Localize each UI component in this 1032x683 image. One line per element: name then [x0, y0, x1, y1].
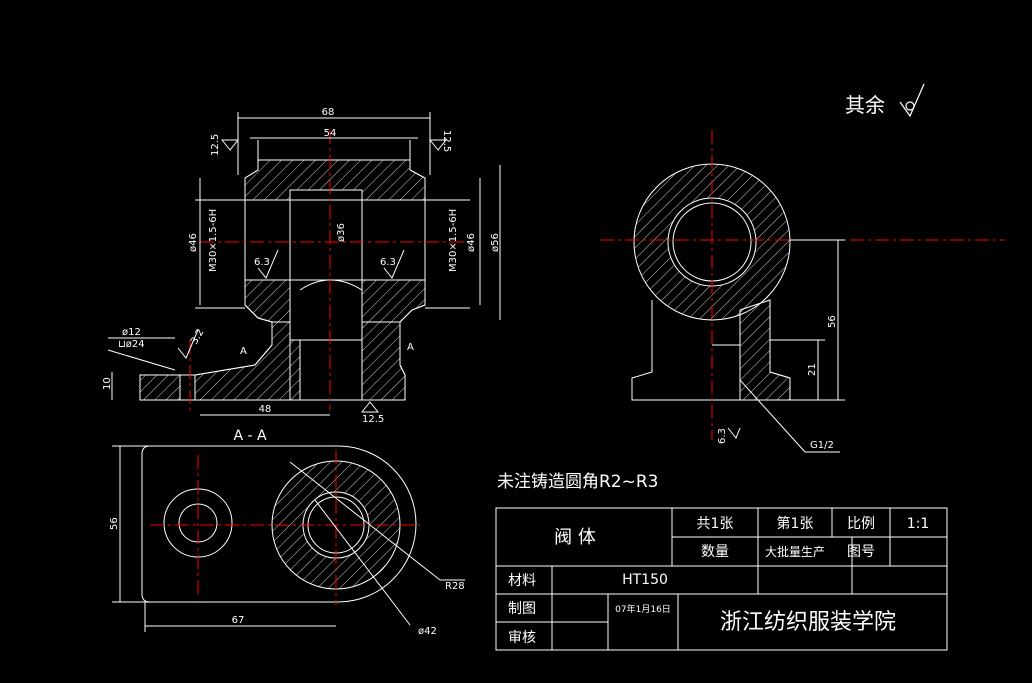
thread-right: M30×1.5-6H [448, 209, 459, 272]
base-hatch-right [361, 321, 406, 401]
material-value: HT150 [622, 572, 668, 588]
drawn-date: 07年1月16日 [615, 603, 671, 615]
dim-36: ø36 [336, 223, 347, 242]
side-dim-21: 21 [807, 363, 818, 376]
bottom-dim-56: 56 [109, 517, 120, 530]
drawing-no-label: 图号 [847, 544, 875, 560]
rough-6-3-right: 6.3 [380, 257, 396, 268]
dim-10: 10 [102, 377, 113, 390]
rough-6-3-left: 6.3 [254, 257, 270, 268]
material-label: 材料 [508, 573, 536, 589]
base-hatch-left [139, 374, 181, 401]
dim-68: 68 [322, 107, 335, 118]
title-block [495, 507, 948, 651]
check-label: 审核 [508, 630, 536, 646]
dim-54: 54 [324, 128, 337, 139]
section-mark-right: A [407, 342, 414, 353]
sheet-no: 第1张 [777, 515, 814, 532]
front-body-lower-hatch-right [361, 279, 426, 323]
roughness-note: 其余 [845, 93, 885, 117]
dim-46-right: ø46 [466, 233, 477, 252]
general-note: 未注铸造圆角R2~R3 [497, 472, 659, 492]
section-title: A - A [233, 428, 267, 444]
dim-46-left: ø46 [188, 233, 199, 252]
dim-48: 48 [259, 404, 272, 415]
qty-value: 大批量生产 [765, 544, 825, 559]
bottom-view [112, 445, 465, 632]
qty-label: 数量 [701, 544, 729, 560]
side-view [600, 130, 1005, 453]
roughness-symbol-icon [899, 83, 925, 118]
bottom-dim-r28: R28 [445, 581, 465, 592]
thread-left: M30×1.5-6H [208, 209, 219, 272]
side-ring-hatch [633, 163, 791, 321]
scale-label: 比例 [847, 516, 875, 532]
rough-12-5-right: 12.5 [441, 130, 452, 152]
rough-12-5-left: 12.5 [210, 134, 221, 156]
section-mark-left: A [240, 346, 247, 357]
side-stem-hatch [739, 299, 791, 401]
rough-3-2: 3.2 [189, 327, 206, 346]
bottom-dim-42: ø42 [418, 626, 437, 637]
hole-24: ⊔ø24 [118, 339, 145, 350]
side-rough-6-3: 6.3 [717, 428, 728, 444]
dim-56: ø56 [490, 233, 501, 252]
front-view [107, 112, 501, 416]
front-body-hatch [244, 159, 426, 201]
scale-value: 1:1 [907, 516, 930, 532]
pipe-thread: G1/2 [810, 440, 834, 451]
drawn-label: 制图 [508, 601, 536, 617]
front-outline [139, 140, 426, 401]
sheets-total: 共1张 [697, 516, 734, 532]
front-body-lower-hatch [244, 279, 291, 323]
bottom-dim-67: 67 [232, 615, 245, 626]
side-dim-56: 56 [827, 315, 838, 328]
rough-12-5-bottom: 12.5 [362, 414, 384, 425]
part-name: 阀 体 [554, 527, 596, 548]
hole-12: ø12 [122, 327, 141, 338]
school-name: 浙江纺织服装学院 [720, 610, 896, 635]
stem-hatch [194, 321, 301, 401]
